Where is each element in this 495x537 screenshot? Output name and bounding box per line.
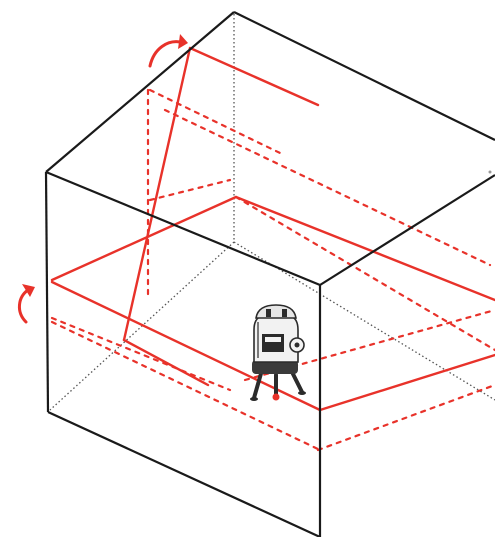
laser-dotted-top-2 bbox=[163, 108, 492, 267]
laser-dotted-horizontal-left-low bbox=[50, 316, 232, 392]
curved-arrow-icon bbox=[148, 34, 188, 68]
laser-solid-horizontal-left bbox=[50, 195, 238, 282]
laser-level-icon bbox=[250, 304, 306, 401]
laser-dotted-lines bbox=[50, 88, 495, 452]
edge-front-bottom bbox=[47, 411, 321, 537]
laser-solid-vertical-left bbox=[122, 46, 192, 342]
edge-front-right-top bbox=[319, 174, 495, 286]
laser-solid-horizontal-right bbox=[318, 353, 495, 412]
laser-solid-horizontal-back bbox=[234, 195, 495, 302]
laser-solid-vertical-floor bbox=[122, 338, 210, 387]
laser-dotted-front-right bbox=[316, 383, 495, 452]
room-edges bbox=[44, 11, 495, 537]
curved-arrow-icon bbox=[18, 284, 35, 324]
laser-dotted-horizontal-back bbox=[234, 195, 495, 352]
laser-dotted-front-bottom bbox=[50, 320, 322, 452]
edge-top-right bbox=[233, 11, 495, 141]
laser-solid-vertical-top bbox=[188, 46, 320, 107]
edge-front-top bbox=[45, 170, 321, 287]
laser-dotted-top-3 bbox=[148, 178, 232, 202]
edge-left-vertical bbox=[44, 171, 50, 413]
edge-top-left bbox=[45, 11, 235, 173]
speck-marks bbox=[488, 170, 492, 174]
hidden-edge-back-floor-right bbox=[233, 241, 495, 401]
laser-dotted-top-1 bbox=[148, 88, 282, 155]
